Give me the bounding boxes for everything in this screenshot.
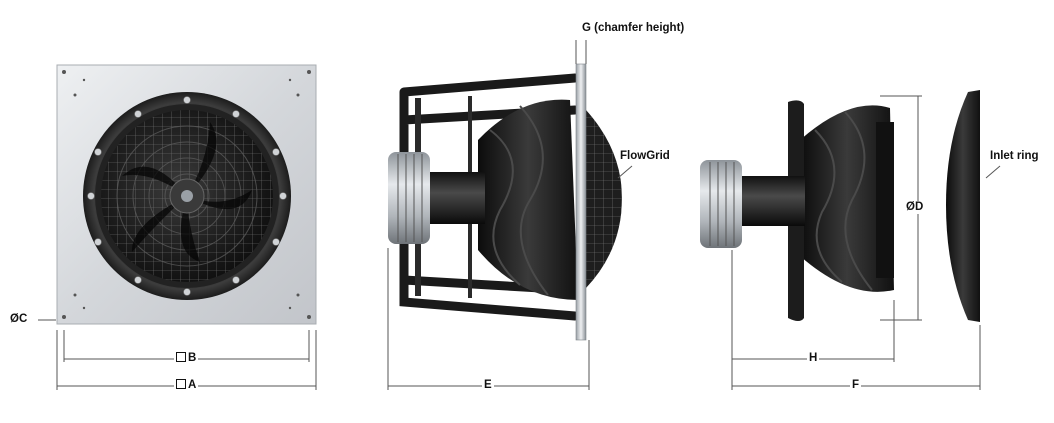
label-g-chamfer-height: G (chamfer height) [580, 22, 687, 35]
impeller-exploded [800, 105, 894, 292]
motor-support-frame [399, 73, 580, 321]
label-square-a: A [174, 379, 199, 392]
label-flowgrid: FlowGrid [618, 150, 672, 163]
label-e: E [482, 379, 494, 392]
label-square-b: B [174, 352, 199, 365]
label-square-b-text: B [188, 352, 197, 364]
shaft-exploded [735, 176, 805, 226]
front-view-fan [56, 64, 317, 325]
motor-exploded [700, 160, 742, 248]
inlet-ring-exploded [946, 90, 980, 322]
label-h: H [807, 352, 820, 365]
square-symbol [176, 379, 186, 389]
side-view-fan [388, 63, 622, 341]
dimension-lines [38, 40, 1001, 390]
shaft-side [425, 172, 485, 224]
label-f: F [850, 379, 862, 392]
square-symbol [176, 352, 186, 362]
label-inlet-ring: Inlet ring [988, 150, 1041, 163]
mounting-plate-edge [575, 63, 587, 341]
exploded-view-fan [700, 90, 980, 322]
label-square-a-text: A [188, 379, 197, 391]
label-phi-d: ØD [904, 201, 926, 214]
impeller-side [478, 99, 578, 301]
motor-side [388, 152, 430, 244]
label-phi-c: ØC [8, 313, 30, 326]
